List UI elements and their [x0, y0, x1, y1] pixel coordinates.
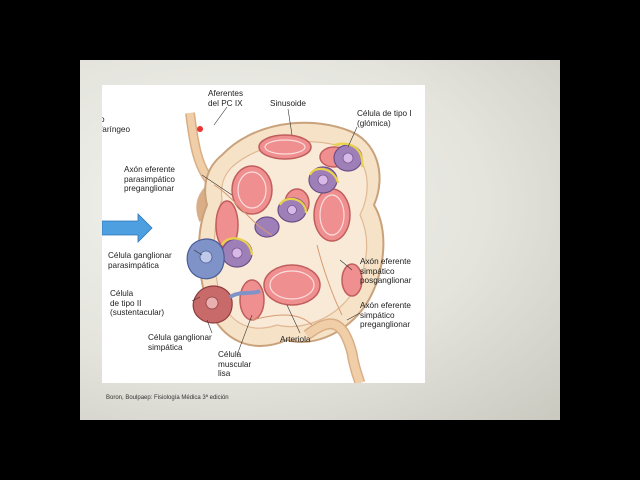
- label-sympathetic-preganglionic: Axón eferente simpático preganglionar: [360, 301, 411, 330]
- diagram-artwork: [102, 106, 385, 383]
- carotid-body-diagram: o faríngeo Aferentes del PC IX Sinusoide…: [102, 85, 425, 383]
- afferent-marker-dot: [197, 126, 203, 132]
- label-arteriole: Arteriola: [280, 335, 311, 344]
- label-sympathetic-ganglion: Célula ganglionar simpática: [148, 333, 212, 352]
- type2-glia: [220, 142, 364, 256]
- label-afferents: Aferentes del PC IX: [208, 89, 244, 108]
- parasympathetic-ganglion-cell: [186, 238, 225, 280]
- label-type1-cell: Célula de tipo I (glómica): [357, 109, 412, 128]
- slide: o faríngeo Aferentes del PC IX Sinusoide…: [80, 60, 560, 420]
- label-sympathetic-postganglionic: Axón eferente simpático posganglionar: [360, 257, 412, 286]
- label-type2-cell: Célula de tipo II (sustentacular): [110, 289, 165, 318]
- label-parasympathetic-efferent: Axón eferente parasimpático pregangliona…: [124, 165, 175, 194]
- figure-caption: Boron, Boulpaep: Fisiología Médica 3ª ed…: [106, 395, 229, 401]
- leader-lines: [191, 106, 361, 356]
- label-smooth-muscle: Célula muscular lisa: [218, 350, 252, 379]
- left-arrow-icon: [102, 213, 153, 243]
- label-parasympathetic-ganglion: Célula ganglionar parasimpática: [108, 251, 172, 270]
- label-sinusoid: Sinusoide: [270, 99, 306, 108]
- sympathetic-ganglion-cell: [192, 285, 261, 324]
- label-glossopharyngeal: o faríngeo: [102, 115, 131, 134]
